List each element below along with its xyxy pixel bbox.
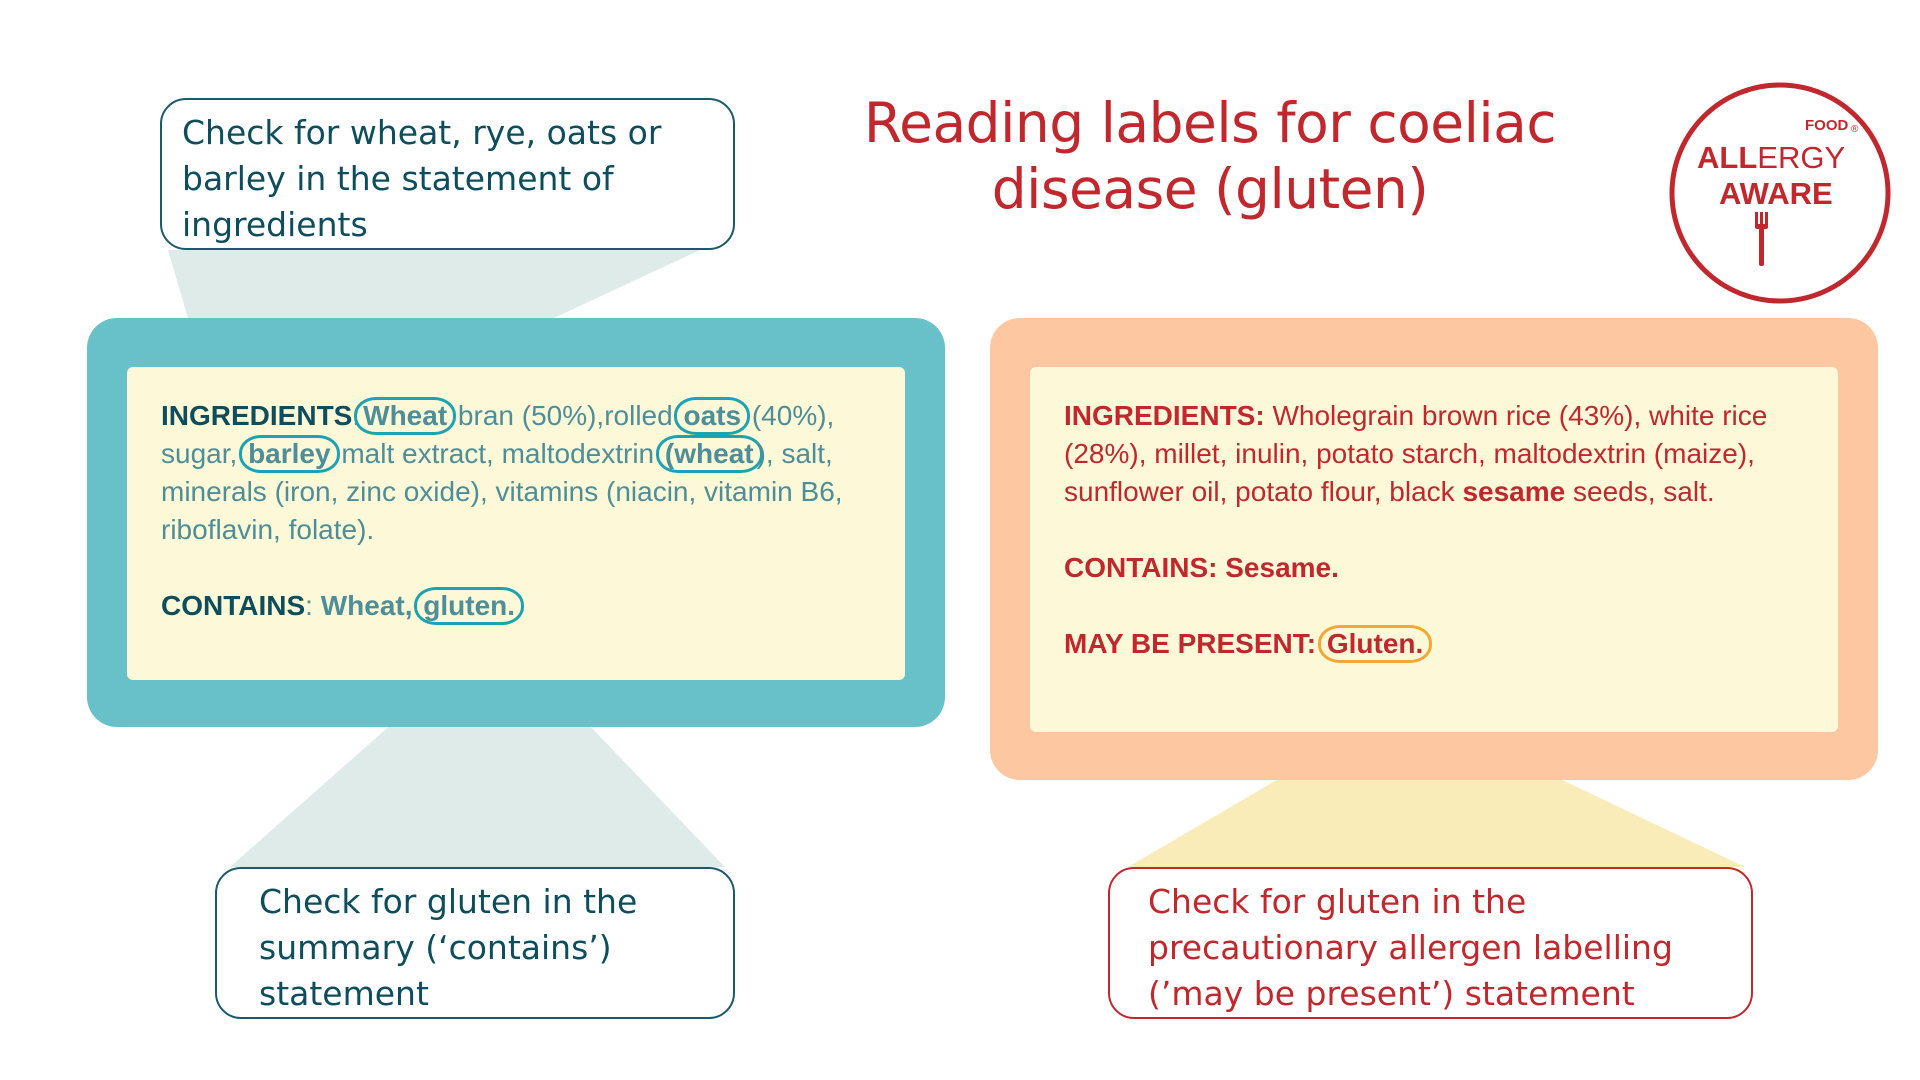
contains-heading: CONTAINS bbox=[161, 590, 306, 621]
precautionary-callout: Check for gluten in the precautionary al… bbox=[1108, 867, 1753, 1019]
contains-statement: CONTAINS: Wheat, gluten. bbox=[161, 587, 871, 625]
sesame-emphasis: sesame bbox=[1462, 476, 1566, 507]
circled-gluten-2: Gluten. bbox=[1317, 625, 1433, 663]
circled-gluten: gluten. bbox=[414, 587, 525, 625]
logo-food-text: FOOD bbox=[1805, 117, 1848, 134]
logo-registered-mark: ® bbox=[1851, 124, 1859, 135]
ingredients-statement: INGREDIENTS:Wheat bran (50%),rolled oats… bbox=[161, 397, 871, 549]
contains-callout: Check for gluten in the summary (‘contai… bbox=[215, 867, 735, 1019]
ingredients-heading: INGREDIENTS bbox=[161, 400, 353, 431]
may-be-present-statement: MAY BE PRESENT: Gluten. bbox=[1064, 625, 1804, 663]
circled-oats: oats bbox=[674, 397, 751, 435]
may-be-present-heading: MAY BE PRESENT bbox=[1064, 628, 1307, 659]
ingredients-callout: Check for wheat, rye, oats or barley in … bbox=[160, 98, 735, 250]
page-title: Reading labels for coeliac disease (glut… bbox=[863, 91, 1557, 221]
fork-icon bbox=[1755, 212, 1768, 266]
circled-wheat: Wheat bbox=[354, 397, 457, 435]
logo-allergy-text: ALLERGY bbox=[1697, 140, 1845, 175]
gluten-product-label: INGREDIENTS:Wheat bran (50%),rolled oats… bbox=[127, 367, 905, 680]
rice-product-label: INGREDIENTS: Wholegrain brown rice (43%)… bbox=[1030, 367, 1838, 732]
ingredients-heading-2: INGREDIENTS: bbox=[1064, 400, 1265, 431]
contains-statement-2: CONTAINS: Sesame. bbox=[1064, 552, 1339, 583]
food-allergy-aware-logo: FOOD ALLERGY ® AWARE bbox=[1669, 82, 1891, 304]
logo-aware-text: AWARE bbox=[1719, 176, 1833, 211]
circled-barley: barley bbox=[239, 435, 340, 473]
circled-wheat-2: (wheat bbox=[655, 435, 763, 473]
ingredients-statement-2: INGREDIENTS: Wholegrain brown rice (43%)… bbox=[1064, 400, 1768, 507]
